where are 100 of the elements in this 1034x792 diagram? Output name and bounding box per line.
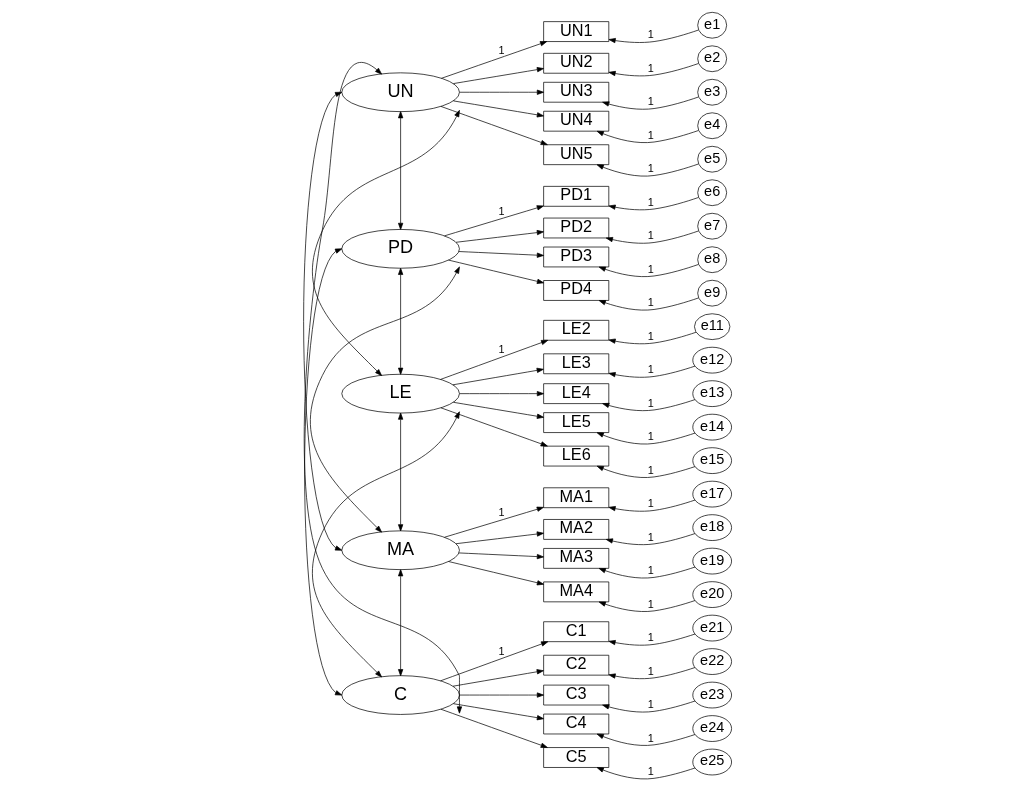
node-ellipse: e14 [691,413,732,441]
arrow [452,401,544,419]
node-ellipse: e6 [696,179,727,206]
edge-label: 1 [647,329,654,342]
arrow [447,561,544,586]
edge-label: 1 [647,430,654,443]
arrow [608,29,699,44]
arrow [440,407,548,447]
node-ellipse: e2 [696,45,727,73]
node-box: PD3 [542,246,609,268]
edge-label: 1 [647,195,654,208]
edge-label: 1 [647,631,654,644]
node-ellipse: e17 [691,480,732,508]
arrow [440,106,548,145]
arrow [443,506,544,538]
edge-label: 1 [647,564,654,577]
edge-label: 1 [647,698,654,711]
edge-label: 1 [498,343,505,356]
edge-label: 1 [647,765,654,778]
node-box: C1 [542,621,609,642]
node-ellipse: e19 [691,547,732,575]
arrow [596,465,695,478]
edge-label: 1 [498,43,505,56]
arrow [605,230,699,244]
node-box: PD2 [542,217,609,239]
arrow [311,411,460,678]
edge-label: 1 [647,731,654,744]
edge-label: 1 [647,28,654,41]
node-ellipse: e9 [696,279,727,307]
arrow [598,600,695,612]
arrow [440,41,547,79]
arrow [440,708,548,748]
arrow [452,100,544,118]
node-ellipse: e11 [693,313,730,340]
arrow [455,230,544,243]
arrow [598,566,695,579]
arrow [452,67,544,84]
node-box: MA1 [542,487,609,509]
edge-label: 1 [647,530,654,543]
edge-label: 1 [647,61,654,74]
arrow [302,91,342,551]
node-ellipse: e21 [691,614,732,642]
arrow [458,89,544,95]
node-box: LE6 [542,445,609,467]
node-box: PD4 [542,280,609,301]
arrow [303,62,462,714]
arrow [608,197,699,211]
node-box: LE3 [542,353,609,375]
node-ellipse: e23 [691,681,732,709]
arrow [598,264,699,277]
edge-label: 1 [647,363,654,376]
node-box: C3 [542,684,609,706]
arrow [596,163,699,177]
node-ellipse: e20 [691,581,732,608]
edge-label: 1 [647,296,654,309]
edge-label: 1 [647,497,654,510]
node-ellipse: e24 [691,715,732,742]
edge-label: 1 [647,396,654,409]
arrow [458,552,544,560]
edge-label: 1 [647,463,654,476]
edge-label: 1 [647,597,654,610]
arrow [596,733,695,746]
arrow [608,499,695,512]
arrow [598,297,699,311]
arrow [596,130,699,143]
arrow [309,266,460,533]
node-box: UN3 [542,81,609,103]
node-ellipse: e7 [696,212,727,240]
edge-label: 1 [498,644,505,657]
node-box: UN4 [542,110,609,132]
node-ellipse: e3 [696,78,727,106]
edge-label: 1 [498,506,505,519]
node-ellipse: MA [340,530,460,570]
arrow [601,700,695,713]
arrow [458,391,544,397]
edge-label: 1 [647,262,654,275]
node-box: C2 [542,654,609,676]
arrow [608,365,695,378]
node-ellipse: e8 [696,246,727,273]
node-box: LE5 [542,412,609,433]
node-ellipse: UN [340,72,460,112]
arrow [458,251,544,258]
arrow [452,367,544,386]
edge-label: 1 [647,664,654,677]
edge-label: 1 [647,128,654,141]
node-ellipse: e12 [691,346,732,374]
edge-label: 1 [647,95,654,108]
arrow [596,767,695,780]
node-ellipse: e18 [691,514,732,541]
edge-label: 1 [498,204,505,217]
node-ellipse: e5 [696,145,727,173]
node-box: MA4 [542,581,609,603]
node-ellipse: PD [340,229,460,269]
arrow [439,641,548,682]
arrow [608,633,695,646]
node-ellipse: e1 [696,11,727,39]
arrow [303,248,342,696]
node-box: PD1 [542,186,609,207]
node-ellipse: e13 [691,380,732,407]
node-box: MA2 [542,519,609,540]
